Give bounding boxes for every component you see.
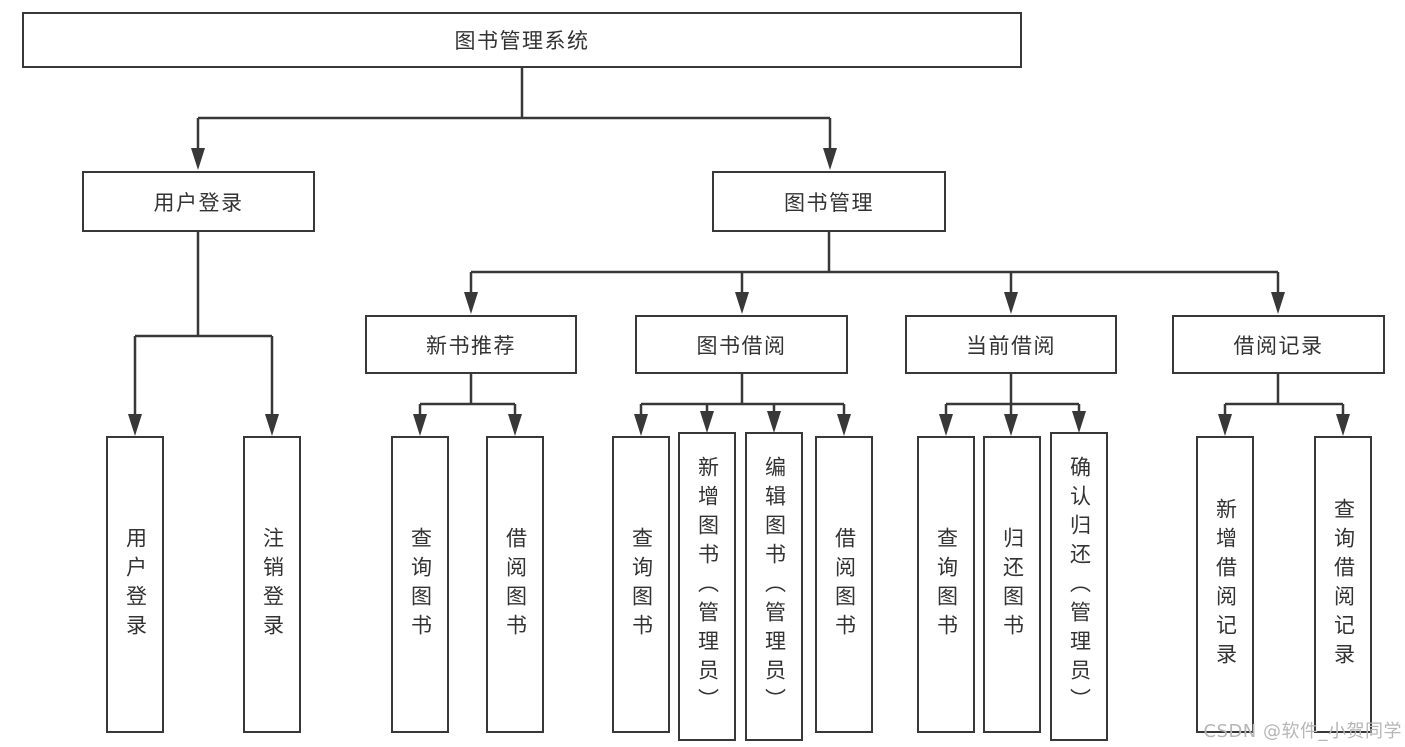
leaf-edit-books-admin: 编辑图书（管理员） <box>745 432 803 741</box>
leaf-recommend-borrow-books-label: 借阅图书 <box>503 526 528 643</box>
leaf-borrowing-borrow-books: 借阅图书 <box>815 436 873 733</box>
node-borrowing-records: 借阅记录 <box>1172 315 1385 374</box>
node-current-borrowing-label: 当前借阅 <box>966 333 1056 358</box>
leaf-return-books: 归还图书 <box>983 436 1041 733</box>
leaf-borrowing-query-books-label: 查询图书 <box>629 526 654 643</box>
csdn-watermark: CSDN @软件_小贺同学 <box>1203 721 1402 742</box>
node-new-book-recommend-label: 新书推荐 <box>426 333 516 358</box>
leaf-user-login: 用户登录 <box>106 436 164 733</box>
leaf-edit-books-admin-label: 编辑图书（管理员） <box>762 456 787 717</box>
node-new-book-recommend: 新书推荐 <box>365 315 577 374</box>
leaf-borrowing-borrow-books-label: 借阅图书 <box>832 526 857 643</box>
leaf-add-books-admin-label: 新增图书（管理员） <box>695 456 720 717</box>
node-book-borrowing-label: 图书借阅 <box>696 333 787 358</box>
node-book-management: 图书管理 <box>712 171 946 232</box>
leaf-borrowing-query-books: 查询图书 <box>612 436 670 733</box>
node-book-borrowing: 图书借阅 <box>635 315 848 374</box>
leaf-recommend-borrow-books: 借阅图书 <box>486 436 544 733</box>
leaf-recommend-query-books: 查询图书 <box>391 436 449 733</box>
leaf-confirm-return-admin: 确认归还（管理员） <box>1050 432 1108 741</box>
node-library-system-label: 图书管理系统 <box>454 29 590 53</box>
leaf-query-borrow-record-label: 查询借阅记录 <box>1331 497 1356 672</box>
leaf-current-query-books-label: 查询图书 <box>934 526 959 643</box>
node-library-system: 图书管理系统 <box>22 12 1022 68</box>
leaf-confirm-return-admin-label: 确认归还（管理员） <box>1067 456 1092 717</box>
leaf-logout: 注销登录 <box>243 436 301 733</box>
node-book-management-label: 图书管理 <box>784 190 874 215</box>
leaf-add-borrow-record: 新增借阅记录 <box>1196 436 1254 733</box>
leaf-add-books-admin: 新增图书（管理员） <box>678 432 736 741</box>
node-borrowing-records-label: 借阅记录 <box>1233 333 1324 358</box>
node-user-login: 用户登录 <box>82 171 315 232</box>
leaf-recommend-query-books-label: 查询图书 <box>408 526 433 643</box>
leaf-add-borrow-record-label: 新增借阅记录 <box>1213 497 1238 672</box>
leaf-user-login-label: 用户登录 <box>123 526 148 643</box>
leaf-return-books-label: 归还图书 <box>1000 526 1025 643</box>
node-current-borrowing: 当前借阅 <box>905 315 1117 374</box>
node-user-login-label: 用户登录 <box>153 190 244 215</box>
arrowheads <box>128 148 1350 436</box>
leaf-query-borrow-record: 查询借阅记录 <box>1314 436 1372 733</box>
leaf-current-query-books: 查询图书 <box>917 436 975 733</box>
leaf-logout-label: 注销登录 <box>260 526 285 643</box>
